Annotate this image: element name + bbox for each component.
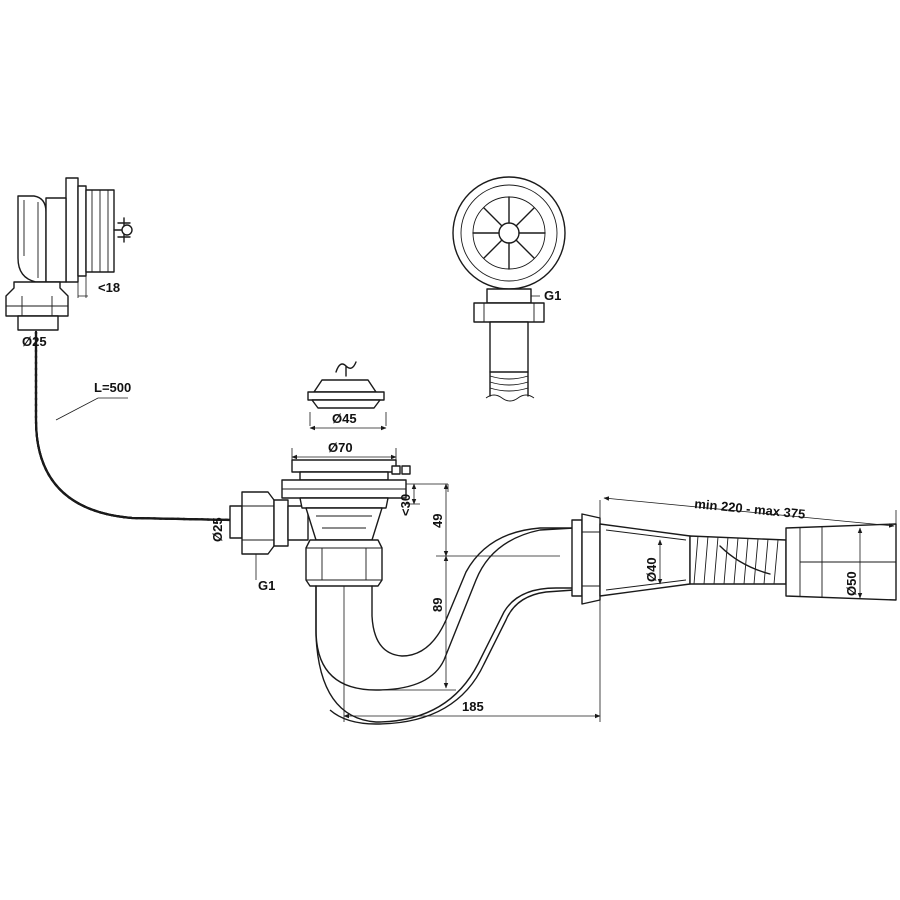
overflow-pipe-diameter-label: Ø25 xyxy=(22,334,47,349)
upper-drop-label: 49 xyxy=(430,514,445,528)
overflow-assembly xyxy=(5,177,133,331)
flange-height-label: <30 xyxy=(398,494,413,516)
trap-nut xyxy=(305,539,383,587)
lower-drop-label: 89 xyxy=(430,598,445,612)
outlet-small-diameter-label: Ø40 xyxy=(644,557,659,582)
drain-plug xyxy=(307,361,387,431)
hose-length-label: L=500 xyxy=(94,380,131,395)
drain-flange xyxy=(281,448,411,541)
outlet-large-diameter-label: Ø50 xyxy=(844,571,859,596)
extension-length-dimension xyxy=(599,496,897,528)
vertical-dimensions xyxy=(376,483,560,691)
trap-width-label: 185 xyxy=(462,699,484,714)
trap-u-bend xyxy=(315,527,575,725)
hose-outlet-diameter-label: Ø25 xyxy=(210,517,225,542)
plug-diameter-label: Ø45 xyxy=(332,411,357,426)
flange-diameter-label: Ø70 xyxy=(328,440,353,455)
overflow-corrugated-hose xyxy=(34,330,234,522)
overflow-depth-label: <18 xyxy=(98,280,120,295)
horizontal-dimension xyxy=(343,586,601,722)
grate-thread-label: G1 xyxy=(544,288,561,303)
grate-top-view xyxy=(452,176,566,402)
outlet-extension-pipe xyxy=(599,523,897,601)
hose-thread-label: G1 xyxy=(258,578,275,593)
hose-side-connector xyxy=(229,491,309,580)
extension-length-label: min 220 - max 375 xyxy=(694,496,806,522)
outlet-nut xyxy=(571,513,601,605)
